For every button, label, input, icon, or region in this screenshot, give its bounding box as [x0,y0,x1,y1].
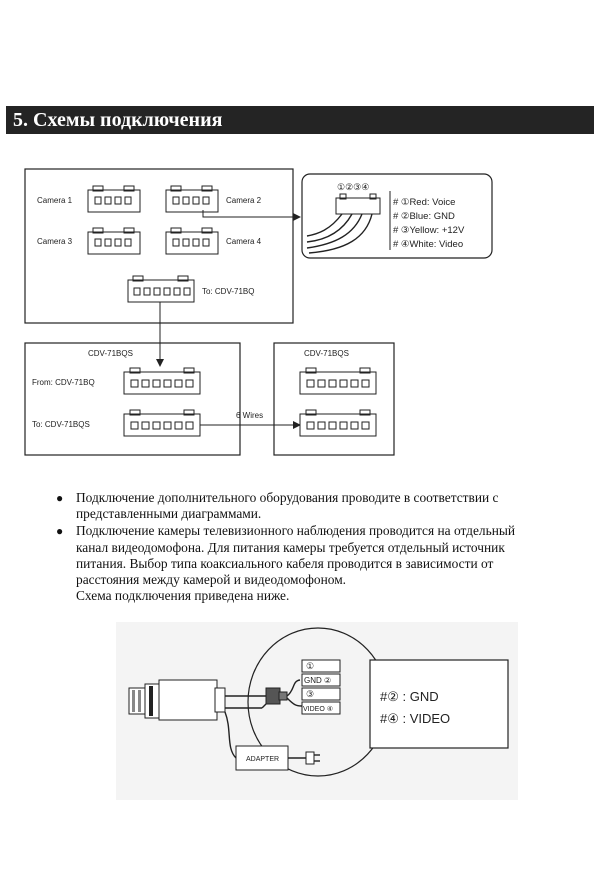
connector-right-top [299,367,377,395]
legend-white: # ④White: Video [393,239,463,250]
legend-yellow: # ③Yellow: +12V [393,225,465,236]
connector-to-cdv71bqs [123,409,201,437]
cdv71bqs-box-left: CDV-71BQS From: CDV-71BQ To: CDV-71BQS [24,342,241,456]
adapter-label: ADAPTER [246,756,279,763]
to-cdv71bqs-label: To: CDV-71BQS [32,420,90,429]
camera-connection-diagram: ① GND ② ③ VIDEO ④ #② : GND #④ : VIDEO AD… [116,622,518,800]
connector-to-cdv [127,275,195,303]
connector-camera3 [87,227,141,255]
from-cdv-label: From: CDV-71BQ [32,378,95,387]
six-wires-label: 6 Wires [236,411,263,420]
cdv-box-right-title: CDV-71BQS [304,349,349,358]
gnd-label: #② : GND [380,689,439,704]
bullet-2-line-5: Схема подключения приведена ниже. [76,588,290,604]
camera-distribution-box: Camera 1 Camera 2 Camera 3 Camera 4 To: … [24,168,294,324]
instructions-list: ● Подключение дополнительного оборудован… [56,490,556,604]
bullet-item-1: ● Подключение дополнительного оборудован… [56,490,556,522]
adapter-box [235,745,289,771]
pin-detail-box: ①②③④ # ①Red: Voice # ②Blue: GND # ③Yello… [301,173,493,259]
terminal-3-label: ③ [306,689,314,699]
video-label: #④ : VIDEO [380,711,450,726]
terminal-4-label: VIDEO ④ [303,705,333,713]
connector-right-bottom [299,409,377,437]
power-plug-icon [305,751,320,765]
arrow-to-pin-detail [202,210,301,221]
bullet-2-line-4: расстояния между камерой и видеодомофоно… [76,572,347,588]
camera1-label: Camera 1 [37,196,73,205]
legend-blue: # ②Blue: GND [393,211,455,222]
bullet-icon: ● [56,524,64,539]
terminal-1-label: ① [306,661,314,671]
bullet-1-line-2: представленными диаграммами. [76,506,262,522]
connector-camera2 [165,185,219,213]
bullet-item-2: ● Подключение камеры телевизионного набл… [56,523,556,604]
connector-from-cdv [123,367,201,395]
bullet-icon: ● [56,491,64,505]
camera3-label: Camera 3 [37,237,73,246]
bullet-2-line-1: Подключение камеры телевизионного наблюд… [76,523,516,539]
legend-red: # ①Red: Voice [393,197,455,208]
section-title: 5. Схемы подключения [6,106,594,134]
cctv-camera-icon [128,679,226,721]
pin-numbers: ①②③④ [337,182,369,192]
bullet-2-line-2: канал видеодомофона. Для питания камеры … [76,539,505,555]
camera4-label: Camera 4 [226,237,262,246]
terminal-block: ① GND ② ③ VIDEO ④ [301,659,341,715]
monitor-box [369,659,509,749]
connector-camera4 [165,227,219,255]
cdv-box-left-title: CDV-71BQS [88,349,133,358]
connector-camera1 [87,185,141,213]
bullet-2-line-3: питания. Выбор типа коаксиального кабеля… [76,555,494,571]
terminal-2-label: GND ② [304,676,331,685]
cdv71bqs-box-right: CDV-71BQS [273,342,395,456]
camera2-label: Camera 2 [226,196,262,205]
to-cdv-label: To: CDV-71BQ [202,287,254,296]
bullet-1-line-1: Подключение дополнительного оборудования… [76,490,499,505]
